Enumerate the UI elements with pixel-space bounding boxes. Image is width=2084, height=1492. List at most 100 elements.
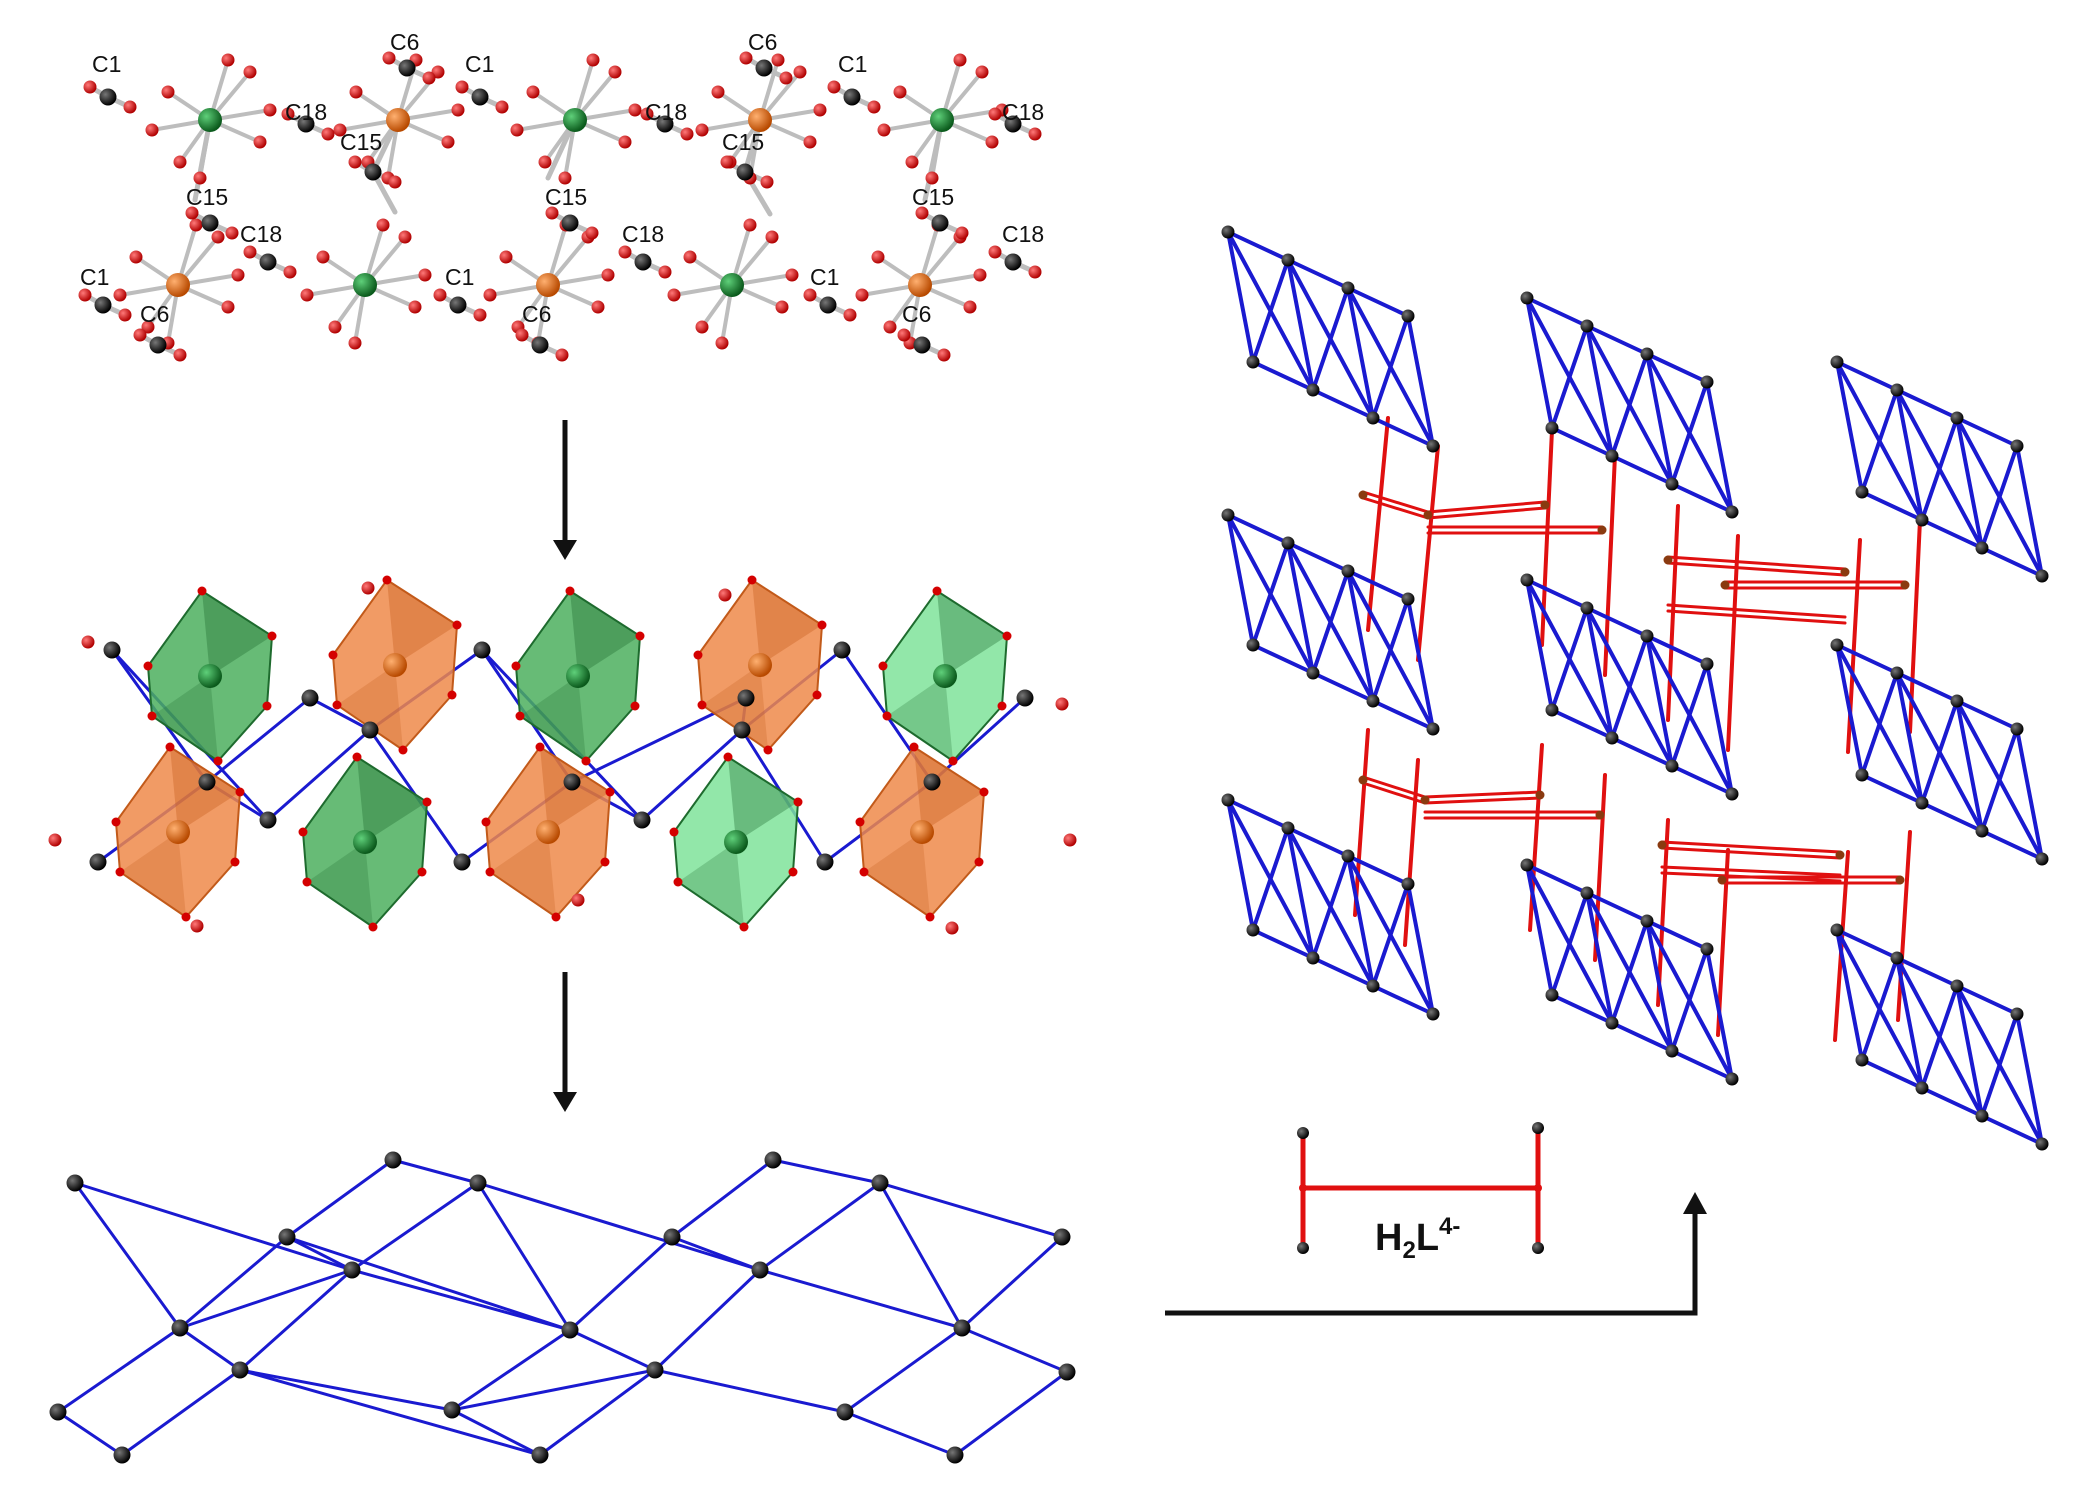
tile-edge bbox=[1286, 541, 1315, 675]
red-linker bbox=[1726, 534, 1740, 752]
carbon-node bbox=[733, 721, 751, 739]
tile-edge bbox=[1371, 416, 1435, 448]
tile-edge bbox=[1525, 296, 1554, 430]
oxygen-atom bbox=[451, 103, 465, 117]
oxygen-atom bbox=[118, 308, 132, 322]
carbon-node bbox=[923, 773, 941, 791]
oxygen-atom bbox=[1028, 265, 1042, 279]
oxygen-vertex bbox=[422, 797, 432, 807]
red-linker bbox=[1403, 758, 1420, 947]
oxygen-atom bbox=[433, 288, 447, 302]
framework-node bbox=[1725, 505, 1739, 519]
green-metal-atom bbox=[198, 664, 222, 688]
topology-edge bbox=[178, 1235, 289, 1330]
oxygen-atom bbox=[793, 65, 807, 79]
red-linker bbox=[1361, 775, 1427, 799]
topology-node bbox=[171, 1319, 189, 1337]
tile-edge bbox=[1895, 671, 1924, 805]
tile-edge bbox=[1895, 956, 1924, 1090]
topology-edge bbox=[538, 1368, 657, 1457]
tile-edge bbox=[1835, 360, 1899, 392]
topology-edge bbox=[178, 1326, 242, 1372]
oxygen-vertex bbox=[693, 650, 703, 660]
oxygen-atom bbox=[586, 53, 600, 67]
topology-node bbox=[646, 1361, 664, 1379]
atom-label: C1 bbox=[810, 264, 839, 290]
oxygen-atom bbox=[161, 85, 175, 99]
oxygen-atom bbox=[608, 65, 622, 79]
carbon-node bbox=[816, 853, 834, 871]
topological-chain-net bbox=[49, 1151, 1076, 1464]
framework-node bbox=[1830, 923, 1844, 937]
tile-edge bbox=[1955, 699, 2019, 731]
oxygen-vertex bbox=[909, 742, 919, 752]
framework-node bbox=[1950, 411, 1964, 425]
oxygen-vertex bbox=[948, 756, 958, 766]
tile-edge bbox=[1251, 258, 1290, 364]
oxygen-vertex bbox=[165, 742, 175, 752]
tile-edge bbox=[1251, 643, 1315, 675]
framework-node bbox=[1605, 1016, 1619, 1030]
tile-edge bbox=[1895, 388, 1924, 522]
topology-edge bbox=[758, 1181, 882, 1272]
oxygen-atom bbox=[618, 135, 632, 149]
oxygen-atom bbox=[376, 218, 390, 232]
tile-edge bbox=[1406, 314, 1435, 448]
topology-edge bbox=[73, 1181, 354, 1272]
carbon-atom bbox=[913, 336, 931, 354]
topology-edge bbox=[238, 1368, 454, 1412]
oxygen-vertex bbox=[747, 575, 757, 585]
oxygen-vertex bbox=[974, 857, 984, 867]
oxygen-vertex bbox=[812, 690, 822, 700]
tile-edge bbox=[1670, 1049, 1734, 1081]
oxygen-atom bbox=[945, 921, 959, 935]
oxygen-atom bbox=[715, 336, 729, 350]
octahedron-face bbox=[202, 591, 272, 676]
carbon-atom bbox=[99, 88, 117, 106]
orange-metal-atom bbox=[536, 273, 560, 297]
linker-node bbox=[1358, 490, 1368, 500]
framework-node bbox=[1246, 923, 1260, 937]
carbon-node bbox=[633, 811, 651, 829]
topology-edge bbox=[350, 1268, 572, 1332]
topology-edge bbox=[953, 1370, 1069, 1457]
topology-edge bbox=[238, 1368, 542, 1457]
red-linker bbox=[1666, 555, 1847, 571]
oxygen-atom bbox=[905, 155, 919, 169]
framework-node bbox=[1665, 759, 1679, 773]
oxygen-atom bbox=[283, 265, 297, 279]
tile-edge bbox=[1645, 919, 1674, 1053]
tile-edge bbox=[2015, 444, 2044, 578]
orange-metal-atom bbox=[908, 273, 932, 297]
tile-edge bbox=[1226, 230, 1255, 364]
oxygen-atom bbox=[113, 288, 127, 302]
atom-label: C6 bbox=[140, 301, 169, 327]
topology-edge bbox=[450, 1328, 572, 1412]
octahedron-face bbox=[678, 842, 744, 927]
topology-edge bbox=[878, 1181, 964, 1330]
oxygen-vertex bbox=[213, 756, 223, 766]
tile-edge bbox=[1311, 569, 1350, 675]
framework-node bbox=[1281, 536, 1295, 550]
oxygen-vertex bbox=[673, 877, 683, 887]
topology-node bbox=[231, 1361, 249, 1379]
topology-node bbox=[66, 1174, 84, 1192]
oxygen-atom bbox=[658, 265, 672, 279]
oxygen-atom bbox=[877, 123, 891, 137]
oxygen-vertex bbox=[352, 752, 362, 762]
tile-edge bbox=[1550, 606, 1589, 712]
red-linker bbox=[1361, 490, 1430, 514]
oxygen-vertex bbox=[581, 756, 591, 766]
topology-edge bbox=[843, 1410, 957, 1457]
framework-node bbox=[1281, 253, 1295, 267]
oxygen-atom bbox=[711, 85, 725, 99]
framework-node bbox=[1401, 877, 1415, 891]
framework-node bbox=[1915, 1081, 1929, 1095]
framework-node bbox=[1605, 449, 1619, 463]
framework-node bbox=[1520, 858, 1534, 872]
topology-edge bbox=[960, 1326, 1069, 1374]
topology-edge bbox=[771, 1158, 882, 1185]
framework-node bbox=[1426, 439, 1440, 453]
topology-node bbox=[443, 1401, 461, 1419]
tile-edge bbox=[1371, 314, 1410, 420]
